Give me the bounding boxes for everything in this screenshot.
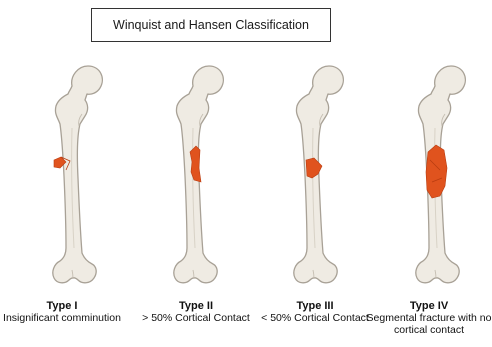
caption-type-2-title: Type II [131,300,261,312]
caption-type-3-title: Type III [250,300,380,312]
caption-type-1-title: Type I [0,300,127,312]
femur-type-3 [294,66,344,283]
fracture-type-3 [306,158,322,178]
caption-type-4-description: Segmental fracture with no cortical cont… [366,312,492,336]
caption-type-2: Type II > 50% Cortical Contact [131,300,261,324]
caption-type-1: Type I Insignificant comminution [0,300,127,324]
caption-type-4-title: Type IV [366,300,492,312]
caption-type-1-description: Insignificant comminution [0,312,127,324]
caption-type-3-description: < 50% Cortical Contact [250,312,380,324]
fracture-type-4 [426,145,447,198]
caption-type-2-description: > 50% Cortical Contact [131,312,261,324]
caption-type-3: Type III < 50% Cortical Contact [250,300,380,324]
femur-type-1 [53,66,103,283]
caption-type-4: Type IV Segmental fracture with no corti… [366,300,492,336]
